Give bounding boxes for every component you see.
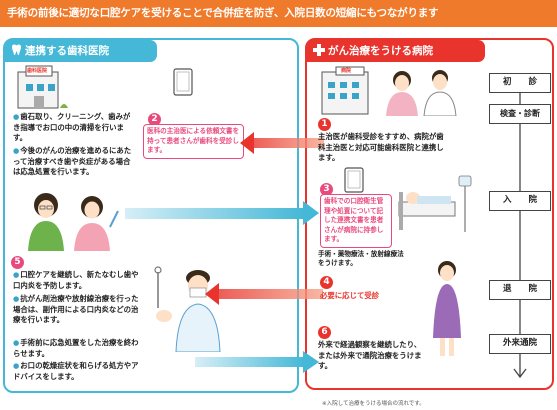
step-6-text: 外来で経過観察を継続したり、または外来で通院治療をうけます。	[318, 340, 422, 370]
clinic-item-2: ●今後のがんの治療を進めるにあたって治療すべき歯や炎症がある場合は応急処置を行い…	[13, 146, 132, 176]
step-3-box: 歯科での口腔衛生管理や処置について記した連携文書を患者さんが病院に持参します。	[320, 194, 392, 248]
step-2-badge: 2	[148, 113, 161, 126]
hospital-title: がん治療をうける病院	[328, 45, 433, 57]
arrow-hospital-to-clinic	[240, 132, 324, 154]
dental-clinic-tab: 連携する歯科医院	[5, 40, 157, 62]
clinic-item-3: ●口腔ケアを継続し、新たなむし歯や口内炎を予防します。	[13, 270, 139, 290]
arrow-clinic-to-hospital-2	[195, 351, 319, 373]
bullet-icon: ●	[13, 112, 20, 121]
step-4-text: 必要に応じて受診	[320, 291, 380, 300]
arrow-hospital-to-clinic-2	[205, 283, 323, 305]
step-5-badge: 5	[11, 256, 24, 269]
cross-icon	[313, 44, 325, 56]
document-icon-2	[344, 167, 364, 193]
top-banner: 手術の前後に適切な口腔ケアを受けることで合併症を防ぎ、入院日数の短縮にもつながり…	[0, 0, 557, 27]
bullet-icon: ●	[13, 294, 20, 303]
clinic-item-4: ●抗がん剤治療や放射線治療を行った場合は、副作用による口内炎などの治療を行います…	[13, 294, 139, 324]
step-4-badge: 4	[320, 276, 333, 289]
stage-outpatient: 外来通院	[489, 334, 551, 354]
clinic-item-5: ●手術前に応急処置をした治療を終わらせます。	[13, 338, 139, 358]
arrow-clinic-to-hospital	[125, 201, 319, 225]
step-6-badge: 6	[318, 326, 331, 339]
document-icon	[173, 68, 193, 96]
step-2-box: 医科の主治医による依頼文書を持って患者さんが歯科を受診します。	[143, 124, 244, 159]
bullet-icon: ●	[13, 270, 20, 279]
step-3-badge: 3	[320, 183, 333, 196]
hospital-tab: がん治療をうける病院	[307, 40, 485, 62]
patients-illustration	[28, 193, 119, 251]
timeline-arrow	[513, 86, 527, 379]
dental-clinic-title: 連携する歯科医院	[25, 45, 109, 57]
bullet-icon: ●	[13, 338, 20, 347]
clinic-item-6: ●お口の乾燥症状を和らげる処方やアドバイスをします。	[13, 361, 139, 381]
tooth-icon	[12, 44, 21, 55]
hospital-illustration	[321, 66, 457, 116]
bullet-icon: ●	[13, 361, 20, 370]
step-3-sub: 手術・薬物療法・放射線療法をうけます。	[318, 250, 404, 267]
bed-patient-illustration	[398, 175, 472, 232]
clinic-item-1: ●歯石取り、クリーニング、歯みがき指導でお口の中の清掃を行います。	[13, 112, 131, 142]
stage-exam-diagnosis: 検査・診断	[489, 104, 551, 124]
discharged-patient-illustration	[433, 261, 461, 356]
clinic-sign: 歯科医院	[27, 68, 48, 74]
step-1-badge: 1	[318, 118, 331, 131]
stage-first-visit: 初 診	[489, 73, 551, 93]
step-1-text: 主治医が歯科受診をすすめ、病院が歯科主治医と対応可能歯科医院と連携します。	[318, 132, 444, 162]
footnote: ※入院して治療をうける場合の流れです。	[322, 401, 425, 407]
bullet-icon: ●	[13, 146, 20, 155]
stage-discharge: 退 院	[489, 280, 551, 300]
stage-admission: 入 院	[489, 191, 551, 211]
dental-clinic-illustration	[17, 65, 68, 109]
hospital-sign: 病院	[341, 68, 352, 74]
dentist-illustration	[154, 266, 221, 352]
